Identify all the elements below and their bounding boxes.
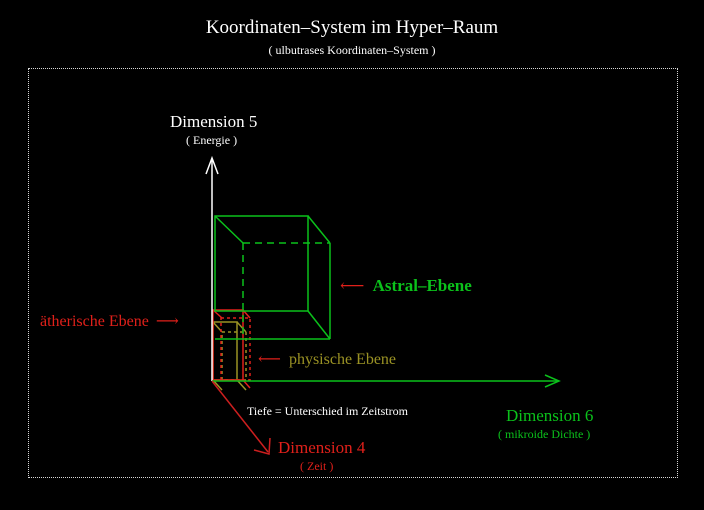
aetherische-ebene-label: ätherische Ebene ⟶	[40, 313, 179, 330]
dimension-6-axis	[212, 374, 561, 388]
dimension-4-label: Dimension 4	[278, 438, 366, 457]
dimension-4-axis	[211, 380, 271, 455]
dimension-4-sublabel: ( Zeit )	[300, 459, 334, 473]
astral-ebene-label: ⟵ Astral–Ebene	[340, 276, 472, 295]
right-arrow-icon: ⟶	[155, 313, 179, 330]
dimension-5-sublabel: ( Energie )	[186, 133, 238, 147]
depth-note: Tiefe = Unterschied im Zeitstrom	[247, 404, 408, 418]
diagram-frame	[28, 68, 678, 478]
left-arrow-icon: ⟵	[258, 351, 281, 368]
dimension-5-axis	[205, 155, 219, 381]
diagram-title: Koordinaten–System im Hyper–Raum	[205, 17, 499, 38]
left-arrow-icon: ⟵	[340, 276, 365, 295]
dimension-5-label: Dimension 5	[170, 112, 258, 131]
physische-ebene-label: ⟵ physische Ebene	[258, 351, 397, 368]
dimension-6-sublabel: ( mikroide Dichte )	[498, 427, 591, 441]
astral-ebene-box	[214, 215, 331, 340]
diagram-subtitle: ( ulbutrases Koordinaten–System )	[268, 43, 436, 57]
dimension-6-label: Dimension 6	[506, 406, 594, 425]
